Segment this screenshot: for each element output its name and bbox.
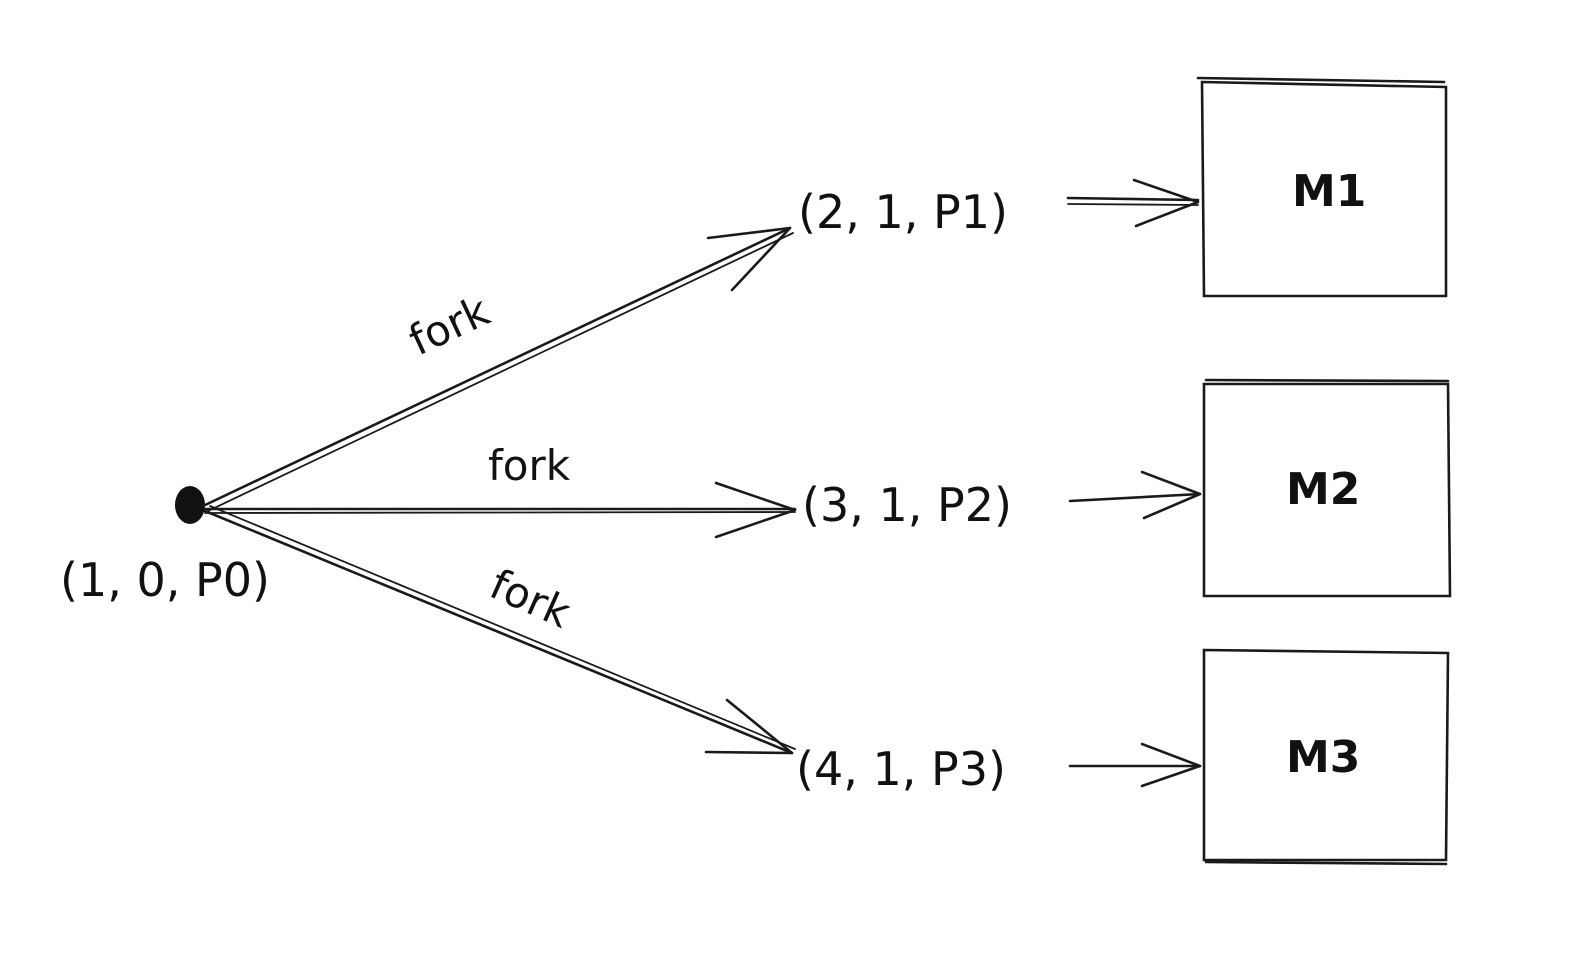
- arrow-to-m2: [1068, 470, 1202, 520]
- fork-label-1: fork: [402, 286, 498, 365]
- fork-edge-2: [203, 481, 797, 539]
- arrow-to-m3: [1068, 742, 1202, 788]
- root-node-dot: [175, 486, 205, 524]
- child-node-label-3: (4, 1, P3): [796, 742, 1006, 796]
- child-node-label-1: (2, 1, P1): [798, 185, 1008, 239]
- fork-edge-3: [203, 505, 796, 755]
- box-m2-label: M2: [1286, 464, 1360, 515]
- box-m1-label: M1: [1292, 166, 1366, 217]
- fork-edge-1: [201, 226, 794, 512]
- arrow-to-m1: [1066, 178, 1200, 228]
- root-node-label: (1, 0, P0): [60, 553, 270, 607]
- fork-label-2: fork: [488, 441, 571, 490]
- box-m3-label: M3: [1286, 732, 1360, 783]
- box-m3: [1202, 648, 1450, 866]
- box-m2: [1202, 378, 1452, 598]
- box-m1: [1196, 76, 1448, 298]
- child-node-label-2: (3, 1, P2): [802, 478, 1012, 532]
